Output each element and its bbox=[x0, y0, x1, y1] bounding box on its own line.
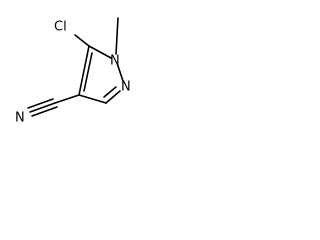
bond-c4-cn bbox=[54, 94, 80, 104]
atom-label-nitrogen-2: N bbox=[121, 80, 131, 95]
atom-label-nitrogen-1: N bbox=[110, 54, 120, 69]
molecule-structure: Cl N N N bbox=[15, 17, 131, 126]
bond-n1-n2 bbox=[116, 62, 124, 82]
atom-label-chlorine: Cl bbox=[54, 20, 67, 35]
triple-bond-line-3 bbox=[31, 106, 58, 117]
bond-c4-c5 bbox=[78, 45, 90, 96]
atom-label-nitrile-nitrogen: N bbox=[15, 111, 25, 126]
bond-c3-c4 bbox=[78, 94, 107, 104]
triple-bond-line-1 bbox=[29, 102, 56, 113]
bond-n1-methyl bbox=[115, 17, 119, 55]
bond-n2-c3-double bbox=[103, 86, 117, 98]
bond-n2-c3 bbox=[105, 90, 121, 104]
triple-bond-line-2 bbox=[27, 98, 54, 109]
bond-c4-c5-double bbox=[83, 52, 93, 92]
bond-c5-cl bbox=[74, 34, 90, 47]
bond-c5-n1 bbox=[88, 45, 112, 59]
